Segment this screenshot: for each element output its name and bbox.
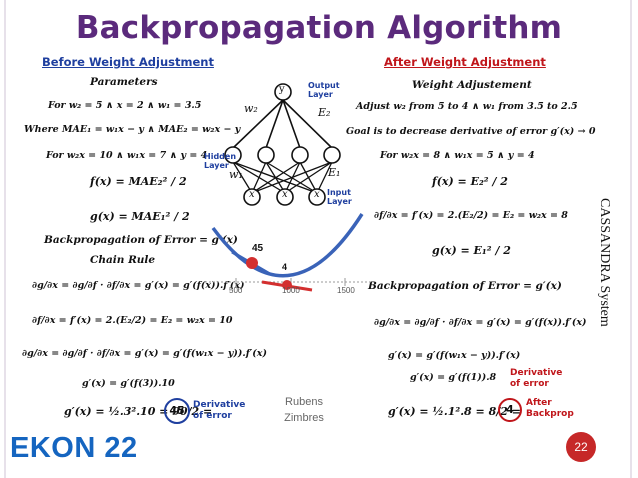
error-e2-label: E₂ [318, 106, 331, 119]
input-node-label: x [282, 189, 288, 200]
author-credit-last: Zimbres [284, 412, 324, 424]
side-label: CASSANDRA System [594, 198, 612, 358]
parameters-heading: Parameters [90, 76, 158, 88]
before-adjustment-heading: Before Weight Adjustment [42, 55, 214, 69]
left-result-circle: 45 [164, 398, 190, 424]
right-eq-df: ∂f/∂x = f′(x) = 2.(E₂/2) = E₂ = w₂x = 8 [374, 210, 568, 221]
chain-rule-heading: Chain Rule [90, 254, 156, 266]
left-eq-chain-2: ∂g/∂x = ∂g/∂f · ∂f/∂x = g′(x) = g′(f(w₁x… [22, 348, 267, 359]
weight-w1-label: w₁ [229, 168, 243, 181]
right-eq-3: For w₂x = 8 ∧ w₁x = 5 ∧ y = 4 [380, 150, 535, 161]
input-node [243, 188, 261, 206]
input-node-label: x [314, 189, 320, 200]
ekon-logo: EKON 22 [10, 432, 138, 464]
output-node-label: y [279, 84, 285, 95]
input-node [276, 188, 294, 206]
right-result-label-2: Backprop [526, 409, 574, 419]
left-eq-3: For w₂x = 10 ∧ w₁x = 7 ∧ y = 4 [46, 150, 208, 161]
output-layer-label-1: Output [308, 81, 340, 90]
right-eq-final: g′(x) = ½.1².8 = 8/2 = [388, 405, 521, 418]
left-backprop-heading: Backpropagation of Error = g′(x) [44, 234, 238, 246]
curve-tick-label: 1000 [282, 286, 300, 295]
left-eq-f: f(x) = MAE₂² / 2 [90, 175, 187, 188]
hidden-node [323, 146, 341, 164]
hidden-node [291, 146, 309, 164]
left-frame-line [4, 0, 6, 478]
right-eq9-note-2: of error [510, 379, 549, 389]
hidden-layer-label-2: Layer [204, 161, 229, 170]
left-eq-g-prime: g′(x) = g′(f(3)).10 [82, 378, 175, 389]
right-frame-line [630, 0, 632, 478]
input-node [308, 188, 326, 206]
input-node-label: x [249, 189, 255, 200]
left-result-label-1: Derivative [193, 400, 246, 410]
input-layer-label-2: Layer [327, 197, 352, 206]
left-eq-2: Where MAE₁ = w₁x − y ∧ MAE₂ = w₂x − y [24, 124, 241, 135]
input-connections [232, 161, 333, 194]
hidden-node [224, 146, 242, 164]
right-eq-2: Goal is to decrease derivative of error … [346, 126, 596, 137]
hidden-layer-label-1: Hidden [204, 152, 237, 161]
left-eq-1: For w₂ = 5 ∧ x = 2 ∧ w₁ = 3.5 [48, 100, 202, 111]
error-curve [211, 213, 364, 278]
side-label-text: CASSANDRA System [597, 198, 612, 327]
right-backprop-heading: Backpropagation of Error = g′(x) [368, 280, 562, 292]
author-credit-first: Rubens [285, 396, 323, 408]
curve-point-4-label: 4 [282, 262, 288, 272]
right-result-label-1: After [526, 398, 552, 408]
error-e1-label: E₁ [328, 166, 341, 179]
curve-tick-label: 500 [229, 286, 243, 295]
left-result-label-2: of error [193, 411, 232, 421]
right-eq-g-prime: g′(x) = g′(f(1)).8 [410, 372, 497, 383]
output-node [274, 83, 292, 101]
left-eq-chain-1: ∂g/∂x = ∂g/∂f · ∂f/∂x = g′(x) = g′(f(x))… [32, 280, 245, 291]
output-connections [232, 99, 333, 149]
marker-45 [246, 257, 258, 269]
page-number-badge: 22 [566, 432, 596, 462]
right-eq-chain-2: g′(x) = g′(f(w₁x − y)).f′(x) [388, 350, 521, 361]
weight-adjustment-heading: Weight Adjustement [412, 79, 532, 91]
marker-4 [282, 280, 292, 290]
right-eq-f: f(x) = E₂² / 2 [432, 175, 508, 188]
slide-title: Backpropagation Algorithm [75, 10, 563, 46]
input-layer-label-1: Input [327, 188, 351, 197]
right-eq-chain-1: ∂g/∂x = ∂g/∂f · ∂f/∂x = g′(x) = g′(f(x))… [374, 317, 587, 328]
right-eq-1: Adjust w₂ from 5 to 4 ∧ w₁ from 3.5 to 2… [356, 101, 578, 112]
curve-point-45-label: 45 [252, 243, 264, 254]
output-layer-label-2: Layer [308, 90, 333, 99]
hidden-node [257, 146, 275, 164]
weight-w2-label: w₂ [244, 102, 258, 115]
left-eq-g: g(x) = MAE₁² / 2 [90, 210, 190, 223]
right-result-circle: 4 [498, 398, 522, 422]
after-adjustment-heading: After Weight Adjustment [384, 55, 546, 69]
left-eq-df: ∂f/∂x = f′(x) = 2.(E₂/2) = E₂ = w₂x = 10 [32, 315, 233, 326]
right-eq-g: g(x) = E₁² / 2 [432, 244, 511, 257]
curve-tick-label: 1500 [337, 286, 355, 295]
right-eq9-note-1: Derivative [510, 368, 563, 378]
